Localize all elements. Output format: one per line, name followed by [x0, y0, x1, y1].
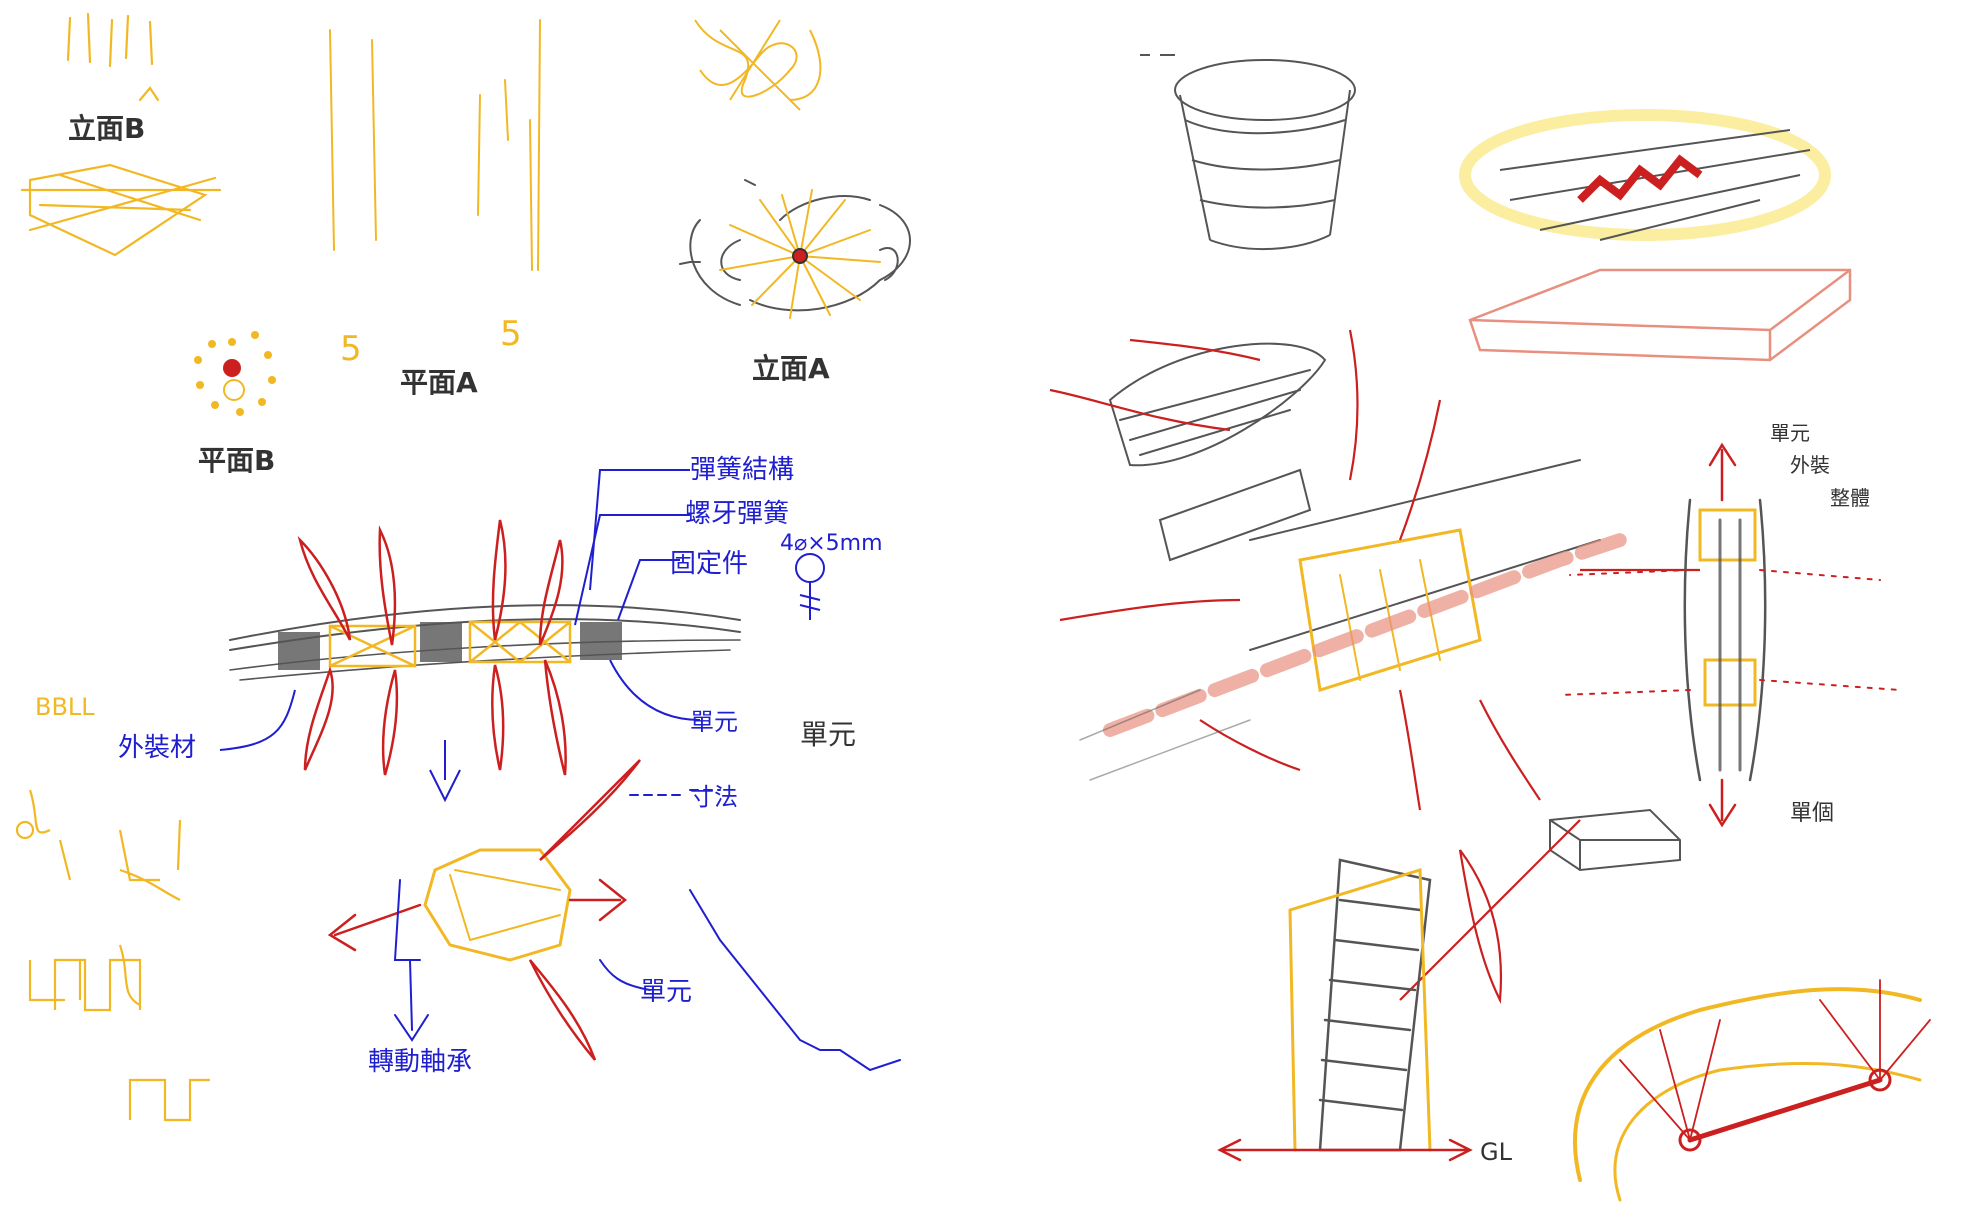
- label-unit-1: 單元: [690, 708, 738, 736]
- plan-a-label: 平面A: [400, 366, 478, 399]
- label-right-unit: 單元: [1770, 421, 1810, 445]
- glow-cluster: [1459, 109, 1831, 241]
- small-box-sketch: [1399, 808, 1681, 1001]
- elevation-b-label: 立面B: [68, 112, 145, 145]
- label-right-single: 單個: [1790, 801, 1834, 826]
- yellow-notes-left: [15, 789, 210, 1122]
- label-bearing-part: 寸法: [690, 783, 738, 811]
- elevation-a-label: 立面A: [752, 352, 830, 385]
- hexagon-rotation-unit: [327, 759, 901, 1072]
- elevation-a-sketch: [679, 179, 911, 319]
- tower-elevation: [1217, 858, 1473, 1162]
- label-rotation-axis: 轉動軸承: [368, 1047, 472, 1077]
- label-right-ref: 整體: [1830, 486, 1870, 510]
- label-fixing-part: 固定件: [670, 549, 748, 579]
- label-unit-3: 單元: [640, 977, 692, 1007]
- yellow-note-bbll: BBLL: [35, 693, 95, 721]
- column-elevation: [1559, 442, 1901, 828]
- yellow-scribble-top: [694, 19, 822, 111]
- salmon-slab: [1468, 268, 1852, 362]
- plan-a-sketch: [329, 19, 541, 271]
- beam-assembly: [229, 604, 741, 681]
- label-ground: GL: [1480, 1138, 1513, 1166]
- elevation-b-sketch: [20, 12, 222, 257]
- cylinder-sketch: [1140, 54, 1356, 251]
- red-leaf-petals: [297, 519, 567, 776]
- plan-b-sketch: [194, 331, 276, 416]
- label-spring-structure: 彈簧結構: [690, 455, 794, 485]
- plan-b-label: 平面B: [198, 444, 275, 477]
- yellow-note-5a: 5: [340, 329, 362, 369]
- label-unit-2: 單元: [800, 718, 856, 751]
- dome-sketch: [1573, 979, 1931, 1202]
- label-nut-size: 4⌀×5mm: [780, 531, 883, 556]
- label-right-exterior: 外裝: [1790, 453, 1830, 477]
- blue-leader-lines: [219, 469, 825, 803]
- exploded-assembly: [1079, 342, 1627, 781]
- red-arrows-assembly: [1049, 329, 1700, 1005]
- label-nut-spring: 螺牙彈簧: [685, 499, 789, 529]
- yellow-note-5b: 5: [500, 314, 522, 354]
- label-exterior-material: 外裝材: [118, 733, 196, 763]
